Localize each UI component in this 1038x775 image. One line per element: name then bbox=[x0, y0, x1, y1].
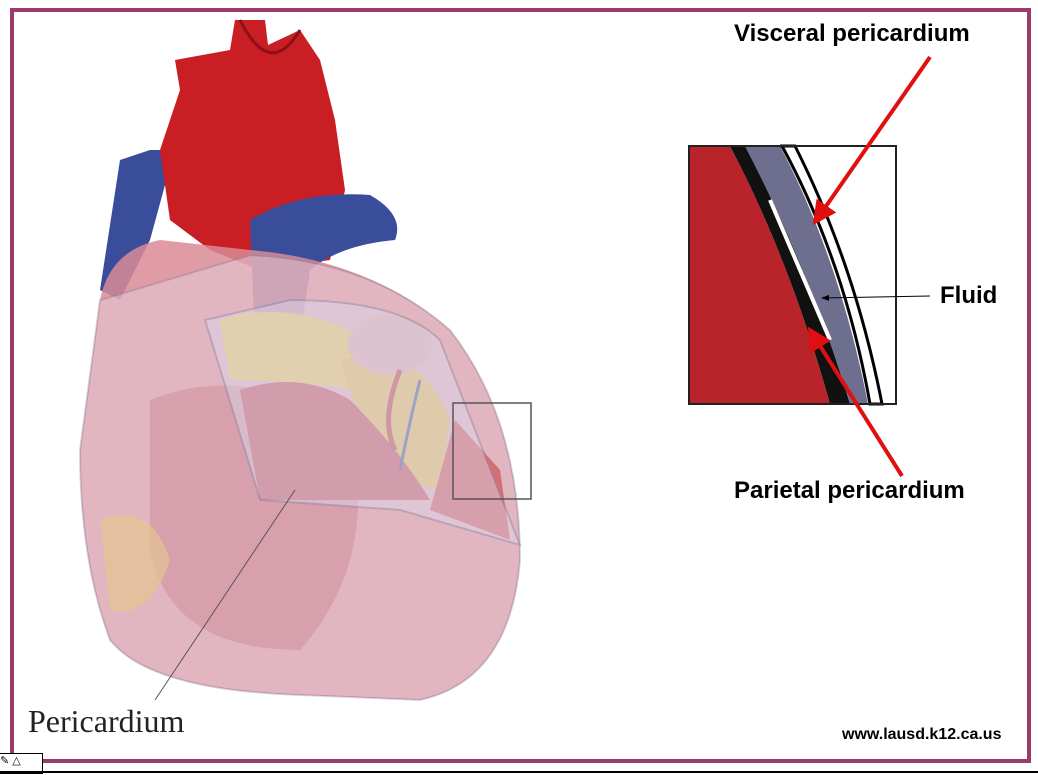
bottom-rule bbox=[0, 771, 1038, 773]
pericardium-flap bbox=[203, 298, 522, 547]
slide-toolbar: ✎ △ bbox=[0, 753, 43, 774]
appendage bbox=[348, 315, 432, 375]
inset-closeup bbox=[688, 144, 897, 406]
fluid-label: Fluid bbox=[940, 282, 998, 309]
pericardium-sac bbox=[78, 253, 522, 702]
visceral-arrow bbox=[812, 55, 932, 226]
fluid-arrow bbox=[821, 294, 931, 301]
source-url: www.lausd.k12.ca.us bbox=[842, 726, 1002, 743]
heart-muscle bbox=[240, 382, 430, 500]
pericardium-leader bbox=[154, 489, 296, 701]
zoom-region-box bbox=[452, 402, 532, 500]
pericardium-label: Pericardium bbox=[28, 703, 185, 739]
parietal-arrow bbox=[807, 326, 904, 478]
pen-icon[interactable]: ✎ bbox=[0, 755, 10, 767]
triangle-icon[interactable]: △ bbox=[12, 755, 21, 767]
visceral-pericardium-label: Visceral pericardium bbox=[734, 20, 970, 47]
parietal-pericardium-label: Parietal pericardium bbox=[734, 477, 965, 504]
